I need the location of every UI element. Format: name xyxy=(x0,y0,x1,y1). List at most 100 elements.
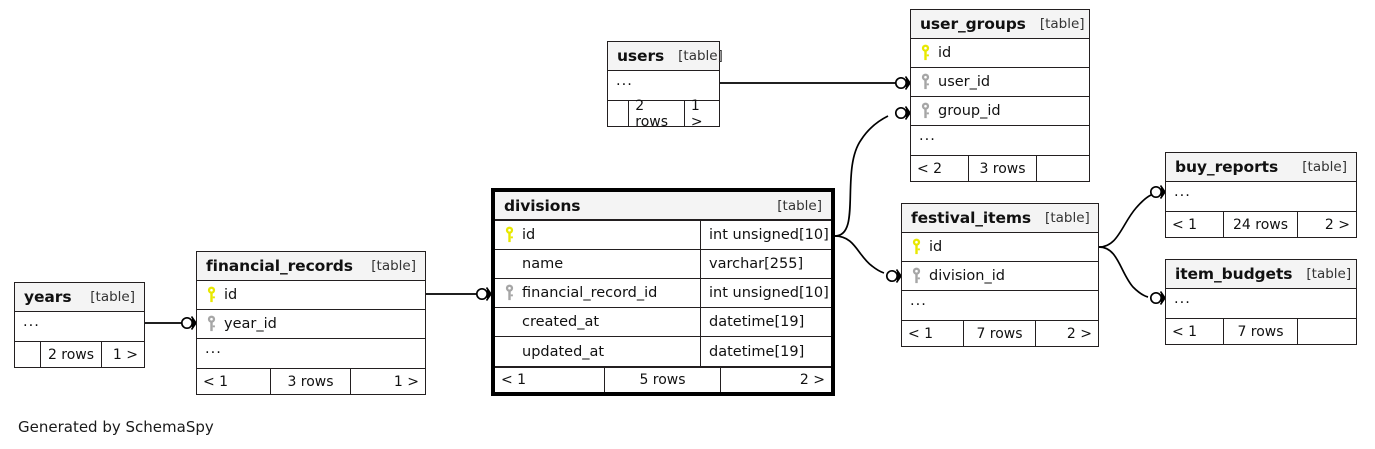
edge-users-user-groups xyxy=(720,75,911,91)
column-name-cell: financial_record_id xyxy=(495,284,700,302)
column-label: updated_at xyxy=(522,343,605,360)
column-label: id xyxy=(522,227,536,243)
footer-next-users[interactable]: 1 > xyxy=(690,97,703,130)
column-name-cell: user_id xyxy=(911,73,1089,91)
primary-key-icon xyxy=(503,226,516,244)
footer-prev-users[interactable] xyxy=(608,101,630,126)
column-name-cell: id xyxy=(911,44,1089,62)
footer-rowcount-user_groups: 3 rows xyxy=(969,156,1037,181)
footer-next-user_groups[interactable] xyxy=(1037,156,1089,181)
edge-divisions-festival-items xyxy=(834,235,902,284)
column-name-cell: created_at xyxy=(495,314,700,330)
footer-prev-festival_items[interactable]: < 1 xyxy=(902,321,964,346)
column-label: year_id xyxy=(224,316,277,332)
column-name-cell: group_id xyxy=(911,102,1089,120)
column-row-user_groups-group_id[interactable]: group_id xyxy=(911,97,1089,126)
column-type-cell: int unsigned[10] xyxy=(700,279,831,307)
edge-financial-records-divisions xyxy=(426,286,492,302)
table-type-label: [table] xyxy=(777,197,822,214)
more-columns-row-buy_reports[interactable]: ... xyxy=(1166,182,1356,211)
footer-next-financial_records[interactable]: 1 > xyxy=(393,373,419,390)
footer-prev-financial_records[interactable]: < 1 xyxy=(197,369,271,394)
table-name-years: years xyxy=(24,288,72,306)
foreign-key-icon xyxy=(205,315,218,333)
more-columns-row-item_budgets[interactable]: ... xyxy=(1166,289,1356,318)
primary-key-icon xyxy=(919,44,932,62)
footer-next-years[interactable]: 1 > xyxy=(112,346,138,363)
footer-prev-item_budgets[interactable]: < 1 xyxy=(1166,319,1224,344)
column-label: group_id xyxy=(938,103,1001,119)
more-columns-row-users[interactable]: ... xyxy=(608,71,719,100)
table-type-label: [table] xyxy=(1306,266,1352,282)
footer-next-divisions[interactable]: 2 > xyxy=(799,372,825,388)
more-columns-row-user_groups[interactable]: ... xyxy=(911,126,1089,155)
column-type-cell: datetime[19] xyxy=(700,337,831,366)
edge-festival-items-buy-reports xyxy=(1098,184,1166,248)
table-name-buy_reports: buy_reports xyxy=(1175,158,1279,176)
table-type-label: [table] xyxy=(90,289,135,305)
table-name-festival_items: festival_items xyxy=(911,209,1032,227)
footer-rowcount-financial_records: 3 rows xyxy=(271,369,351,394)
more-columns-row-financial_records[interactable]: ... xyxy=(197,339,425,368)
table-box-user_groups[interactable]: user_groups[table]id user_id group_id...< … xyxy=(910,9,1090,182)
table-box-festival_items[interactable]: festival_items [table] id division_id...< 1… xyxy=(901,203,1099,347)
table-header-item_budgets: item_budgets[table] xyxy=(1166,260,1356,289)
generated-by-note: Generated by SchemaSpy xyxy=(18,418,214,436)
footer-rowcount-users: 2 rows xyxy=(629,98,685,130)
table-header-user_groups: user_groups[table] xyxy=(911,10,1089,39)
footer-prev-years[interactable] xyxy=(15,342,41,367)
more-columns-row-years[interactable]: ... xyxy=(15,312,144,341)
column-row-user_groups-user_id[interactable]: user_id xyxy=(911,68,1089,97)
foreign-key-icon xyxy=(910,267,923,285)
column-name-cell: id xyxy=(197,286,425,304)
table-type-label: [table] xyxy=(678,48,723,64)
footer-prev-divisions[interactable]: < 1 xyxy=(495,368,605,392)
table-name-divisions: divisions xyxy=(504,196,581,215)
footer-prev-buy_reports[interactable]: < 1 xyxy=(1166,212,1224,237)
footer-next-festival_items[interactable]: 2 > xyxy=(1066,325,1092,342)
column-type-cell: varchar[255] xyxy=(700,250,831,278)
footer-next-item_budgets[interactable] xyxy=(1298,319,1356,344)
footer-prev-user_groups[interactable]: < 2 xyxy=(911,156,969,181)
column-row-financial_records-year_id[interactable]: year_id xyxy=(197,310,425,339)
column-name-cell: id xyxy=(902,238,1098,256)
primary-key-icon xyxy=(205,286,218,304)
column-row-festival_items-division_id[interactable]: division_id xyxy=(902,262,1098,291)
column-type-cell: datetime[19] xyxy=(700,308,831,336)
column-name-cell: division_id xyxy=(902,267,1098,285)
primary-key-icon xyxy=(910,238,923,256)
footer-next-buy_reports[interactable]: 2 > xyxy=(1324,216,1350,233)
column-name-cell: year_id xyxy=(197,315,425,333)
column-row-festival_items-id[interactable]: id xyxy=(902,233,1098,262)
footer-rowcount-divisions: 5 rows xyxy=(605,368,721,392)
column-row-divisions-updated_at[interactable]: updated_at datetime[19] xyxy=(495,337,831,366)
table-type-label: [table] xyxy=(1045,210,1090,226)
column-label: id xyxy=(224,287,238,303)
more-columns-row-festival_items[interactable]: ... xyxy=(902,291,1098,320)
footer-rowcount-buy_reports: 24 rows xyxy=(1224,212,1298,237)
table-header-years: years [table] xyxy=(15,283,144,312)
column-row-user_groups-id[interactable]: id xyxy=(911,39,1089,68)
table-name-user_groups: user_groups xyxy=(920,15,1026,33)
foreign-key-icon xyxy=(919,73,932,91)
table-footer-users: 2 rows 1 > xyxy=(608,97,719,130)
column-row-financial_records-id[interactable]: id xyxy=(197,281,425,310)
table-header-buy_reports: buy_reports[table] xyxy=(1166,153,1356,182)
column-name-cell: name xyxy=(495,256,700,272)
